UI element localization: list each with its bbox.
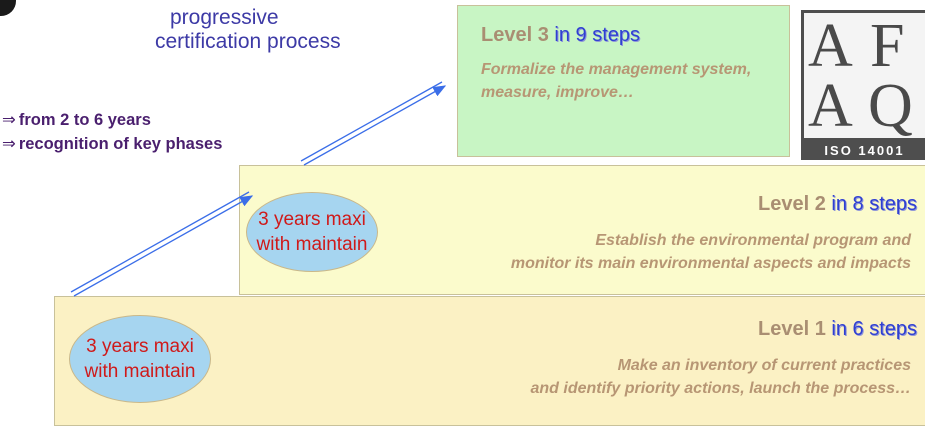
level3-label: Level 3 [481, 24, 549, 46]
bullet-text: from 2 to 6 years [18, 111, 151, 129]
level2-description-line1: Establish the environmental program and [595, 232, 911, 249]
page-heading: progressive certification process [150, 6, 341, 54]
heading-line2: certification process [155, 30, 341, 53]
level2-title: Level 2 in 8 steps [758, 193, 917, 216]
implies-arrow-icon: ⇒ [2, 135, 16, 153]
duration-ellipse-level1: 3 years maxi with maintain [69, 315, 211, 403]
progression-arrows [70, 81, 447, 297]
bullet-item: ⇒from 2 to 6 years [2, 108, 252, 132]
level2-description-line2: monitor its main environmental aspects a… [510, 255, 911, 272]
implies-arrow-icon: ⇒ [2, 111, 16, 129]
level1-description-line1: Make an inventory of current practices [617, 357, 911, 374]
logo-letter: A [808, 12, 853, 80]
ellipse-line2: with maintain [256, 234, 368, 255]
bullet-item: ⇒recognition of key phases [2, 132, 252, 156]
level2-steps: in 8 steps [831, 193, 917, 215]
level3-title: Level 3 in 9 steps [481, 24, 640, 47]
level3-description: Formalize the management system, measure… [481, 61, 752, 101]
key-points: ⇒from 2 to 6 years ⇒recognition of key p… [2, 108, 252, 156]
logo-letter: Q [868, 72, 913, 140]
ellipse-line1: 3 years maxi [86, 336, 194, 357]
level1-title: Level 1 in 6 steps [758, 318, 917, 341]
ellipse-line1: 3 years maxi [258, 209, 366, 230]
arrow-level1-to-level2 [70, 191, 254, 297]
afaq-letters-card: A F A Q [804, 13, 925, 138]
duration-ellipse-level2: 3 years maxi with maintain [246, 192, 378, 272]
level1-steps: in 6 steps [831, 318, 917, 340]
logo-letter: F [870, 12, 905, 80]
level3-box [457, 5, 790, 157]
level2-description: Establish the environmental program and … [511, 229, 911, 275]
level2-label: Level 2 [758, 193, 826, 215]
arrow-level2-to-level3 [300, 81, 447, 166]
iso-label: ISO 14001 [824, 143, 905, 158]
level1-description-line2: and identify priority actions, launch th… [530, 380, 911, 397]
heading-line1: progressive [170, 6, 279, 29]
level1-label: Level 1 [758, 318, 826, 340]
level3-steps: in 9 steps [554, 24, 640, 46]
level1-description: Make an inventory of current practices a… [530, 354, 911, 400]
ellipse-line2: with maintain [84, 361, 196, 382]
bullet-text: recognition of key phases [18, 135, 223, 153]
logo-letter: A [808, 72, 853, 140]
afaq-iso14001-logo: A F A Q ISO 14001 [801, 10, 925, 160]
